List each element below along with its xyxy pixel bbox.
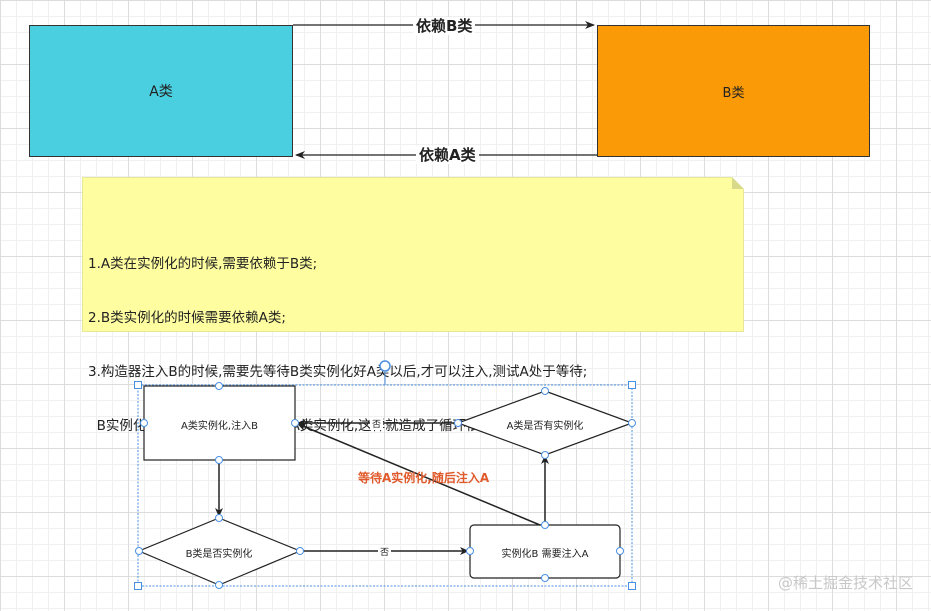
class-b-label: B类 (722, 85, 745, 101)
class-a-label: A类 (149, 84, 173, 100)
class-a-box[interactable]: A类 (29, 25, 293, 157)
connector-wait-inject-a[interactable] (297, 423, 541, 526)
conn-point[interactable] (466, 547, 474, 555)
box-instantiate-b-label: 实例化B 需要注入A (501, 549, 589, 560)
conn-point[interactable] (541, 451, 549, 459)
conn-point[interactable] (454, 419, 462, 427)
no-label-top: 否 (370, 417, 384, 430)
conn-point[interactable] (215, 382, 223, 390)
resize-handle-br[interactable] (628, 582, 636, 590)
resize-handle-tr[interactable] (628, 381, 636, 389)
conn-point[interactable] (135, 547, 143, 555)
note-box[interactable] (82, 177, 744, 332)
arrow-a-to-b-label: 依赖B类 (413, 17, 476, 35)
note-text: 1.A类在实例化的时候,需要依赖于B类; 2.B类实例化的时候需要依赖A类; 3… (88, 219, 587, 453)
conn-point[interactable] (215, 456, 223, 464)
conn-point[interactable] (140, 419, 148, 427)
conn-point[interactable] (291, 419, 299, 427)
resize-handle-bl[interactable] (134, 582, 142, 590)
conn-point[interactable] (541, 521, 549, 529)
note-line-2: 2.B类实例化的时候需要依赖A类; (88, 310, 286, 326)
wait-inject-label: 等待A实例化,随后注入A (358, 471, 490, 485)
diamond-a-instantiated-label: A类是否有实例化 (506, 421, 584, 432)
conn-point[interactable] (616, 547, 624, 555)
conn-point[interactable] (296, 547, 304, 555)
watermark: @稀土掘金技术社区 (777, 574, 913, 592)
conn-point[interactable] (215, 514, 223, 522)
note-line-3: 3.构造器注入B的时候,需要先等待B类实例化好A类以后,才可以注入,测试A处于等… (88, 364, 588, 380)
conn-point[interactable] (541, 387, 549, 395)
class-b-box[interactable]: B类 (597, 25, 870, 157)
box-instantiate-a-label: A类实例化,注入B (181, 421, 258, 432)
diamond-b-instantiated-label: B类是否实例化 (185, 549, 253, 560)
rotate-handle[interactable] (379, 360, 391, 372)
arrow-b-to-a-label: 依赖A类 (416, 146, 479, 164)
note-fold-corner (732, 177, 744, 189)
conn-point[interactable] (215, 581, 223, 589)
note-line-1: 1.A类在实例化的时候,需要依赖于B类; (88, 256, 318, 272)
resize-handle-tl[interactable] (134, 381, 142, 389)
conn-point[interactable] (628, 419, 636, 427)
no-label-bottom: 否 (378, 545, 392, 558)
conn-point[interactable] (541, 574, 549, 582)
